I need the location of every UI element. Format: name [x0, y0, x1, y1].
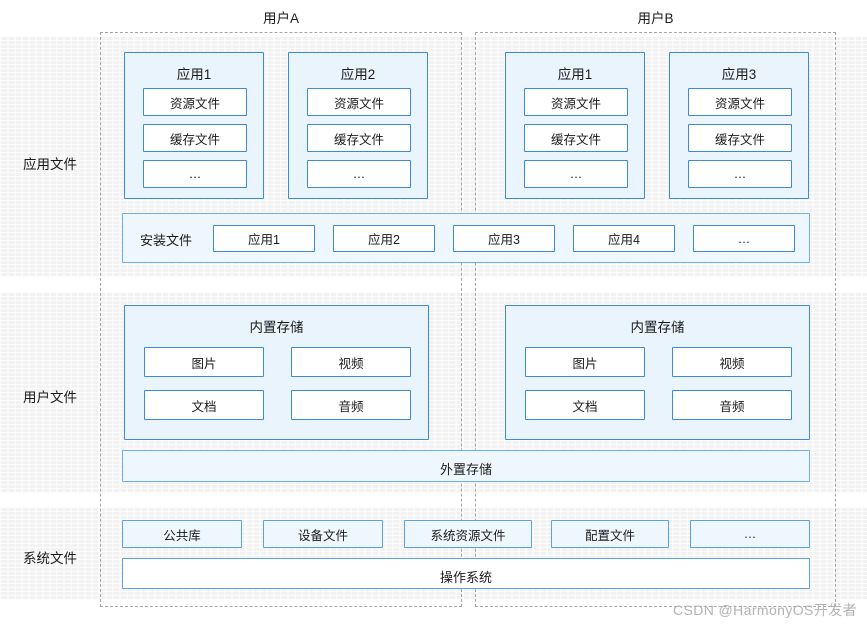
install-chip-app1[interactable]: 应用1	[213, 225, 315, 252]
app-box-b1-title: 应用1	[557, 67, 593, 82]
app-box-a1-item-resource[interactable]: 资源文件	[143, 88, 247, 116]
app-box-a2[interactable]: 应用2 资源文件 缓存文件 …	[288, 52, 428, 199]
watermark: CSDN @HarmonyOS开发者	[673, 602, 857, 618]
app-box-a2-item-more[interactable]: …	[307, 160, 411, 188]
operating-system-bar[interactable]: 操作系统	[122, 558, 810, 589]
system-chip-system-resource-files[interactable]: 系统资源文件	[404, 520, 532, 548]
install-files-bar: 安装文件 应用1 应用2 应用3 应用4 …	[122, 213, 810, 263]
user-a-container	[100, 32, 462, 607]
band-label-app-files: 应用文件	[23, 157, 77, 172]
internal-storage-a-title: 内置存储	[249, 320, 304, 335]
internal-storage-b[interactable]: 内置存储 图片 视频 文档 音频	[505, 305, 810, 440]
app-box-a2-item-cache[interactable]: 缓存文件	[307, 124, 411, 152]
app-box-a1[interactable]: 应用1 资源文件 缓存文件 …	[124, 52, 264, 199]
install-chip-more[interactable]: …	[693, 225, 795, 252]
app-box-b2-item-cache[interactable]: 缓存文件	[688, 124, 792, 152]
internal-storage-b-title: 内置存储	[630, 320, 685, 335]
app-box-b1-item-resource[interactable]: 资源文件	[524, 88, 628, 116]
app-box-a1-item-more[interactable]: …	[143, 160, 247, 188]
internal-storage-a-item-audio[interactable]: 音频	[291, 390, 411, 420]
system-chip-config-files[interactable]: 配置文件	[551, 520, 669, 548]
operating-system-label: 操作系统	[439, 570, 492, 585]
external-storage-label: 外置存储	[439, 462, 492, 477]
internal-storage-a-item-images[interactable]: 图片	[144, 347, 264, 377]
internal-storage-b-item-images[interactable]: 图片	[525, 347, 645, 377]
app-box-b2-item-resource[interactable]: 资源文件	[688, 88, 792, 116]
band-label-system-files: 系统文件	[23, 551, 77, 566]
app-box-a2-title: 应用2	[340, 67, 376, 82]
install-chip-app2[interactable]: 应用2	[333, 225, 435, 252]
system-chip-more[interactable]: …	[690, 520, 810, 548]
user-b-title: 用户B	[637, 11, 674, 26]
user-b-container	[475, 32, 836, 607]
app-box-b1-item-more[interactable]: …	[524, 160, 628, 188]
internal-storage-b-item-videos[interactable]: 视频	[672, 347, 792, 377]
external-storage-bar[interactable]: 外置存储	[122, 450, 810, 482]
internal-storage-a-item-videos[interactable]: 视频	[291, 347, 411, 377]
user-a-title: 用户A	[262, 11, 299, 26]
app-box-a1-title: 应用1	[176, 67, 212, 82]
system-chip-public-lib[interactable]: 公共库	[122, 520, 242, 548]
install-chip-app4[interactable]: 应用4	[573, 225, 675, 252]
app-box-a1-item-cache[interactable]: 缓存文件	[143, 124, 247, 152]
internal-storage-b-item-documents[interactable]: 文档	[525, 390, 645, 420]
internal-storage-a[interactable]: 内置存储 图片 视频 文档 音频	[124, 305, 429, 440]
app-box-b2-title: 应用3	[721, 67, 757, 82]
app-box-b2-item-more[interactable]: …	[688, 160, 792, 188]
install-chip-app3[interactable]: 应用3	[453, 225, 555, 252]
system-chip-device-files[interactable]: 设备文件	[263, 520, 383, 548]
internal-storage-a-item-documents[interactable]: 文档	[144, 390, 264, 420]
internal-storage-b-item-audio[interactable]: 音频	[672, 390, 792, 420]
app-box-b2[interactable]: 应用3 资源文件 缓存文件 …	[669, 52, 809, 199]
app-box-a2-item-resource[interactable]: 资源文件	[307, 88, 411, 116]
app-box-b1[interactable]: 应用1 资源文件 缓存文件 …	[505, 52, 645, 199]
app-box-b1-item-cache[interactable]: 缓存文件	[524, 124, 628, 152]
band-label-user-files: 用户文件	[23, 390, 77, 405]
install-files-label: 安装文件	[140, 233, 193, 248]
